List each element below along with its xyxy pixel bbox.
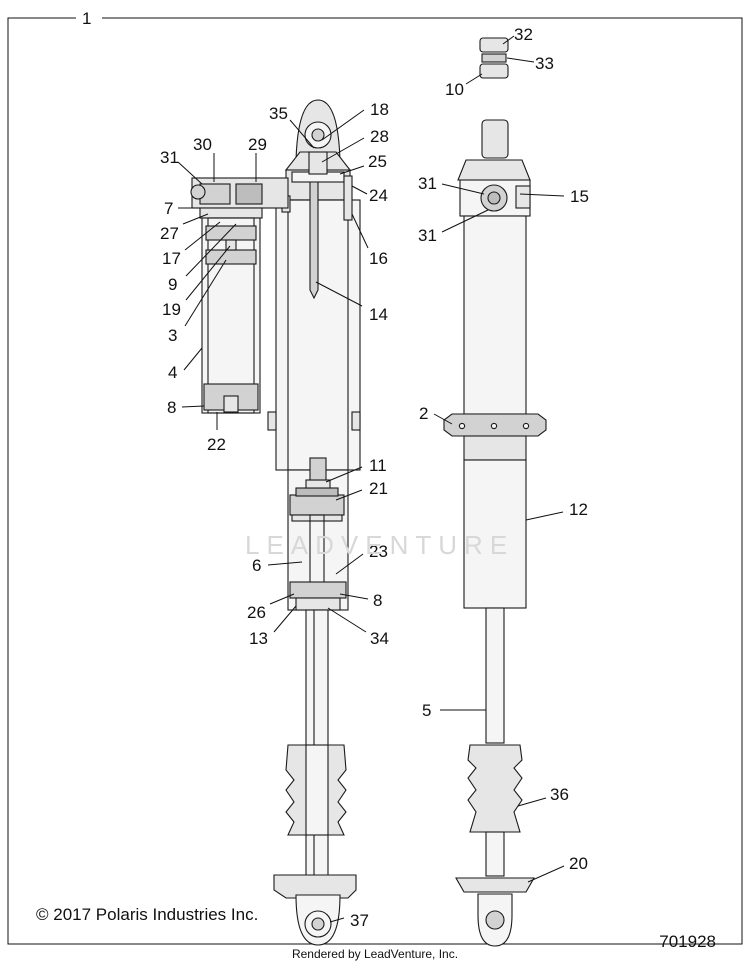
frame-label: 1 — [82, 9, 91, 28]
callout-10: 10 — [445, 80, 464, 99]
callout-8-reservoir: 8 — [167, 398, 176, 417]
callout-8-body: 8 — [373, 591, 382, 610]
callout-3: 3 — [168, 326, 177, 345]
rendered-by-credit: Rendered by LeadVenture, Inc. — [291, 947, 459, 961]
callout-32: 32 — [514, 25, 533, 44]
callout-36: 36 — [550, 785, 569, 804]
callout-18: 18 — [370, 100, 389, 119]
callout-33: 33 — [535, 54, 554, 73]
callout-23: 23 — [369, 542, 388, 561]
leader-lines — [177, 35, 565, 923]
callout-9: 9 — [168, 275, 177, 294]
callout-29: 29 — [248, 135, 267, 154]
callout-28: 28 — [370, 127, 389, 146]
reservoir-section — [190, 177, 289, 414]
callout-26: 26 — [247, 603, 266, 622]
callout-17: 17 — [162, 249, 181, 268]
callout-14: 14 — [369, 305, 388, 324]
callout-2: 2 — [419, 404, 428, 423]
callout-5: 5 — [422, 701, 431, 720]
callout-7: 7 — [164, 199, 173, 218]
callout-34: 34 — [370, 629, 389, 648]
callout-21: 21 — [369, 479, 388, 498]
callout-20: 20 — [569, 854, 588, 873]
frame-border — [7, 17, 743, 945]
callout-35: 35 — [269, 104, 288, 123]
callout-12: 12 — [569, 500, 588, 519]
callout-13: 13 — [249, 629, 268, 648]
callout-25: 25 — [368, 152, 387, 171]
callout-37: 37 — [350, 911, 369, 930]
callout-31-upper: 31 — [418, 174, 437, 193]
drawing-number: 701928 — [659, 932, 716, 951]
callout-24: 24 — [369, 186, 388, 205]
callout-11: 11 — [369, 456, 387, 475]
callout-27: 27 — [160, 224, 179, 243]
shock-external-view — [443, 37, 547, 947]
callout-15: 15 — [570, 187, 589, 206]
shock-body-section — [267, 99, 361, 946]
copyright-notice: © 2017 Polaris Industries Inc. — [36, 905, 259, 924]
watermark: LEADVENTURE — [245, 530, 515, 560]
callout-16: 16 — [369, 249, 388, 268]
callout-31-left: 31 — [160, 148, 179, 167]
callout-19: 19 — [162, 300, 181, 319]
callout-6: 6 — [252, 556, 261, 575]
callout-31-lower: 31 — [418, 226, 437, 245]
callout-30: 30 — [193, 135, 212, 154]
callouts: 32 33 10 35 18 28 25 24 16 14 30 29 31 7… — [160, 25, 589, 930]
callout-22: 22 — [207, 435, 226, 454]
callout-4: 4 — [168, 363, 177, 382]
